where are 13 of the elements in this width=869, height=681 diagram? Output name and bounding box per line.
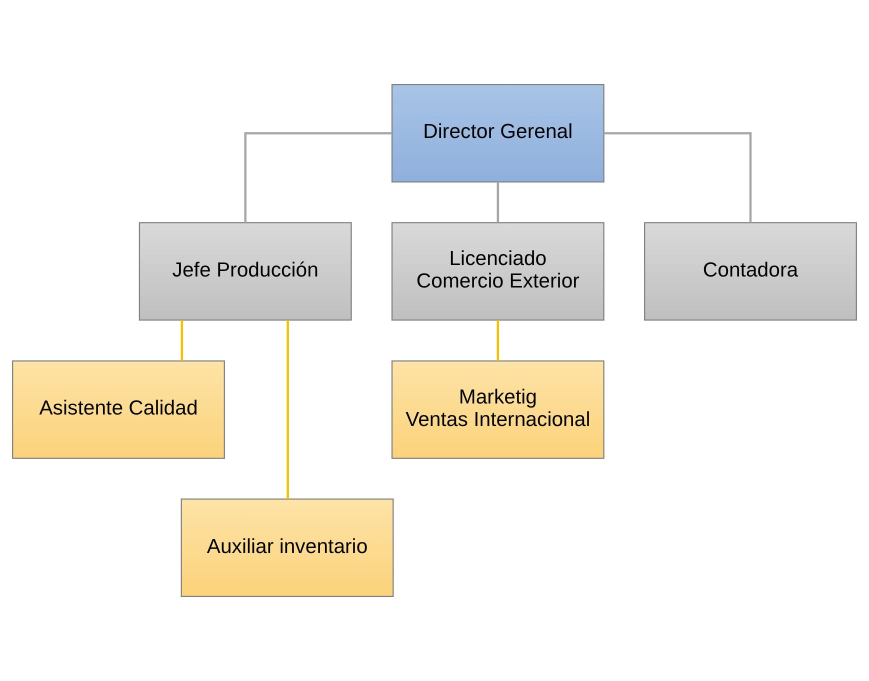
connector (496, 182, 500, 223)
connector (180, 320, 184, 361)
connector (604, 132, 752, 223)
node-box: Marketig Ventas Internacional (391, 360, 604, 459)
connector (286, 320, 289, 500)
node-box: Asistente Calidad (12, 360, 225, 459)
node-box: Director Gerenal (391, 84, 604, 182)
node-box: Contadora (644, 222, 857, 321)
connector (496, 320, 500, 361)
connector (244, 132, 392, 223)
node-box: Auxiliar inventario (180, 498, 394, 598)
node-box: Jefe Producción (138, 222, 352, 321)
node-box: Licenciado Comercio Exterior (391, 222, 604, 321)
